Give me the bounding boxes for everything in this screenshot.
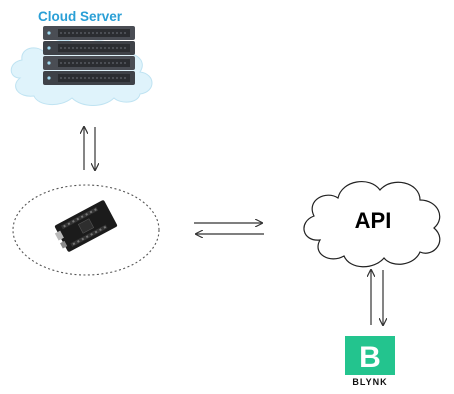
server-rack-icon [43, 26, 135, 85]
api-label: API [354, 208, 392, 233]
cloud-server-label: Cloud Server [38, 9, 123, 24]
microcontroller-board-icon [54, 200, 118, 252]
cloud-server-node [10, 26, 153, 106]
blynk-logo-tile [345, 336, 395, 375]
blynk-label: BLYNK [352, 377, 388, 387]
dotted-ellipse [12, 184, 160, 276]
blynk-logo: B [345, 336, 395, 375]
server-board-arrows [84, 127, 95, 170]
board-api-arrows [194, 223, 264, 234]
api-blynk-arrows [371, 270, 383, 325]
microcontroller-node [12, 184, 160, 276]
blynk-logo-letter: B [359, 341, 381, 374]
api-cloud-shape [303, 181, 441, 268]
